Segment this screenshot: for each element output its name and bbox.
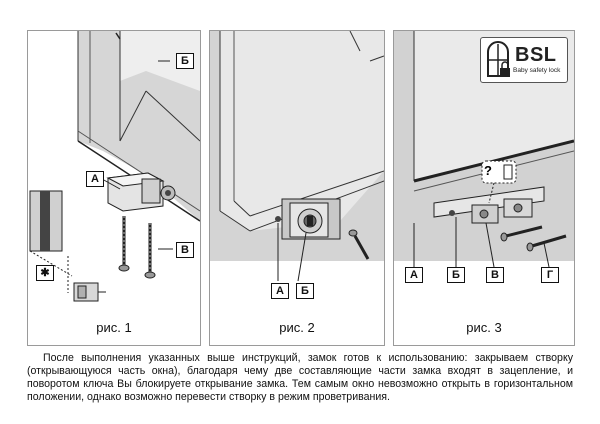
figure-1-drawing — [29, 31, 200, 302]
figure-2-label-b: Б — [296, 283, 314, 299]
logo-tagline: Baby safety lock — [513, 67, 561, 74]
figure-3-callout: ? — [484, 163, 492, 178]
bsl-logo: BSL Baby safety lock — [480, 37, 568, 83]
figure-3-caption: рис. 3 — [466, 320, 502, 335]
figure-1-label-b: Б — [176, 53, 194, 69]
figure-2-caption: рис. 2 — [279, 320, 315, 335]
figure-1: Б А В ✱ рис. 1 — [27, 30, 201, 346]
figure-3-label-a: А — [405, 267, 423, 283]
figure-1-caption: рис. 1 — [96, 320, 132, 335]
figure-1-label-v: В — [176, 242, 194, 258]
figure-2-label-a: А — [271, 283, 289, 299]
figure-1-label-a: А — [86, 171, 104, 187]
figure-1-label-star: ✱ — [36, 265, 54, 281]
figure-3: BSL Baby safety lock ? А Б В Г рис. 3 — [393, 30, 575, 346]
figure-2: А Б рис. 2 — [209, 30, 385, 346]
window-lock-logo-icon — [487, 41, 510, 77]
figure-3-label-g: Г — [541, 267, 559, 283]
figure-3-label-b: Б — [447, 267, 465, 283]
figure-2-drawing — [210, 31, 384, 282]
instructions-text: После выполнения указанных выше инструкц… — [27, 352, 573, 404]
instructions-paragraph: После выполнения указанных выше инструкц… — [27, 352, 573, 403]
figure-3-label-v: В — [486, 267, 504, 283]
logo-brand: BSL — [515, 44, 557, 66]
